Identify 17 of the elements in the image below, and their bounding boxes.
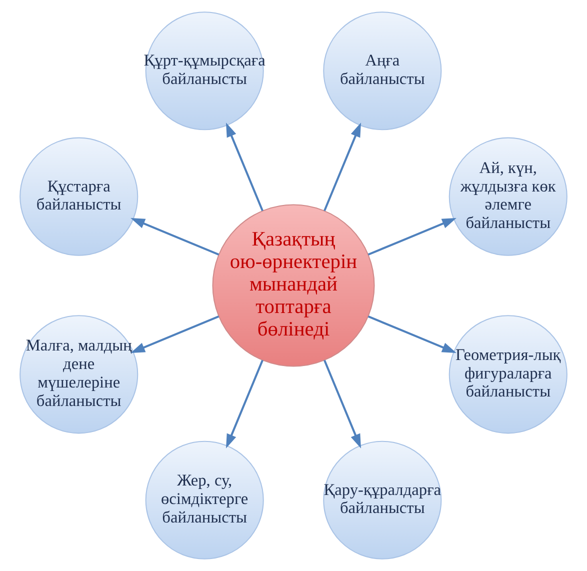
- arrow: [226, 122, 264, 212]
- node-circle: Аңға байланысты: [323, 12, 442, 130]
- node-circle: Жер, су, өсімдіктерге байланысты: [145, 440, 264, 560]
- node-circle: Ай, күн, жұлдызға көк әлемге байланысты: [448, 137, 568, 256]
- arrow: [368, 316, 456, 353]
- node-circle: Қазақтың ою-өрнектерін мынандай топтарға бөлінеді: [212, 204, 375, 367]
- arrow: [130, 316, 220, 353]
- node-circle: Құстарға байланысты: [20, 137, 138, 256]
- arrow: [130, 218, 220, 256]
- node-circle: Малға, малдың дене мүшелеріне байланысты: [20, 315, 138, 434]
- arrow: [324, 122, 361, 212]
- arrow: [324, 360, 361, 448]
- arrow: [226, 360, 264, 448]
- node-circle: Геометрия-лық фигураларға байланысты: [448, 315, 568, 434]
- node-circle: Құрт-құмырсқаға байланысты: [145, 12, 264, 130]
- node-circle: Қару-құралдарға байланысты: [323, 440, 442, 560]
- arrow: [368, 218, 456, 256]
